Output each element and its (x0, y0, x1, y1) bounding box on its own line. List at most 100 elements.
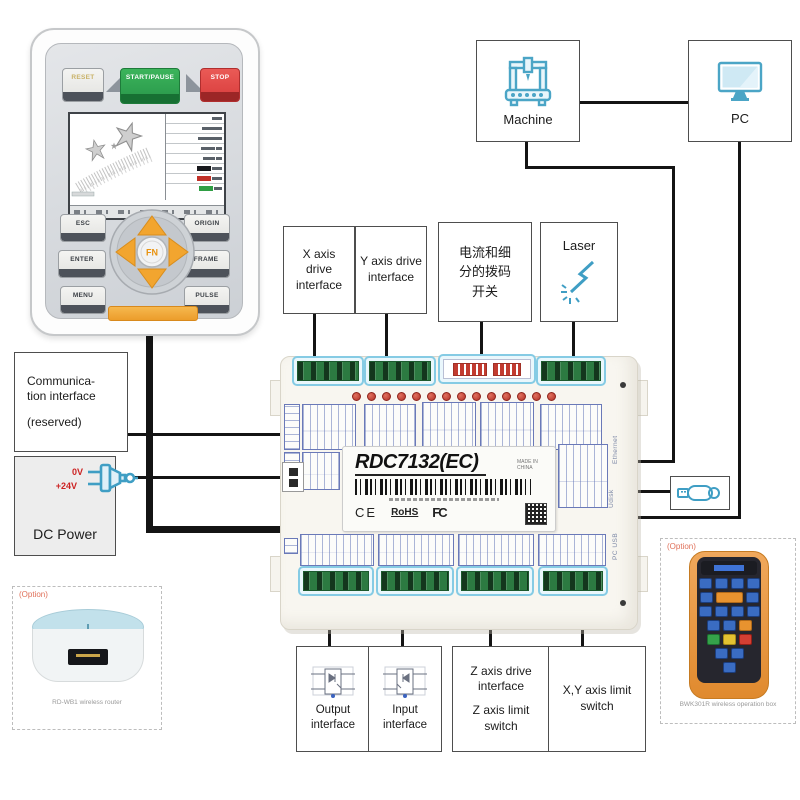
screw-hole (620, 600, 626, 606)
silkscreen-block (302, 404, 356, 450)
comm-interface-label-line2: tion interface (27, 389, 96, 404)
silkscreen-block (538, 534, 606, 566)
product-label: RDC7132(EC) MADE IN CHINA CE RoHS FC (342, 446, 556, 532)
arrow-right-icon (168, 237, 189, 267)
remote-button[interactable] (714, 648, 728, 659)
silkscreen-block (540, 404, 602, 450)
x-axis-drive-label: X axis drive interface (295, 246, 343, 292)
output-interface-label: Output interface (310, 704, 356, 731)
silkscreen-block (422, 402, 476, 450)
node-input-interface: Input interface (368, 646, 442, 752)
remote-button[interactable] (730, 606, 744, 617)
silkscreen-block (458, 534, 534, 566)
node-x-axis-drive: X axis drive interface (283, 226, 355, 314)
led-indicator (397, 392, 406, 401)
remote-button[interactable] (722, 662, 736, 673)
remote-button-yellow[interactable] (722, 634, 736, 645)
remote-button[interactable] (722, 620, 736, 631)
fcc-mark: FC (432, 505, 447, 520)
led-indicator (502, 392, 511, 401)
silkscreen-block (364, 404, 416, 450)
remote-button-green[interactable] (706, 634, 720, 645)
enter-button[interactable]: ENTER (58, 250, 106, 278)
start-pause-button-label: START/PAUSE (125, 74, 175, 81)
made-in-text: MADE IN CHINA (517, 459, 538, 471)
comm-interface-label-line1: Communica- (27, 373, 96, 388)
remote-screen (701, 561, 757, 575)
esc-button[interactable]: ESC (60, 214, 106, 242)
led-indicator (517, 392, 526, 401)
silkscreen-block (302, 452, 340, 490)
arrow-down-icon (137, 268, 167, 289)
lcd-info-column (165, 114, 224, 200)
remote-button[interactable] (730, 578, 744, 589)
led-indicator (472, 392, 481, 401)
output-circuit-icon (311, 666, 355, 699)
silkscreen-block (378, 534, 454, 566)
led-indicator (427, 392, 436, 401)
power-input-connector (282, 462, 304, 492)
arrow-pad[interactable]: FN (108, 208, 196, 296)
remote-button[interactable] (706, 620, 720, 631)
router-led (87, 624, 89, 633)
star-shape (84, 139, 106, 162)
dip-switch-bank-1[interactable] (453, 362, 487, 376)
remote-button[interactable] (745, 592, 759, 603)
led-indicator (412, 392, 421, 401)
led-indicator (487, 392, 496, 401)
input-circuit-icon (383, 666, 427, 699)
menu-button[interactable]: MENU (60, 286, 106, 314)
wireless-router-image (32, 609, 144, 682)
led-indicator (382, 392, 391, 401)
remote-button[interactable] (698, 578, 712, 589)
router-port (68, 649, 108, 665)
node-udisk (670, 476, 730, 510)
ethernet-port-label: Ethernet (612, 435, 619, 464)
barcode (355, 479, 531, 495)
wire-udisk (634, 490, 672, 493)
pc-usb-port-label: PC USB (612, 532, 619, 560)
silkscreen-block (480, 402, 534, 450)
wire-dip (480, 311, 483, 359)
pc-label: PC (730, 110, 750, 126)
silkscreen-block (284, 538, 298, 554)
remote-button[interactable] (746, 578, 760, 589)
remote-button[interactable] (746, 606, 760, 617)
dc-power-label: DC Power (33, 525, 97, 542)
layer-swatch-green (199, 186, 213, 191)
remote-button[interactable] (698, 606, 712, 617)
remote-center-button[interactable] (715, 592, 743, 603)
led-indicator (547, 392, 556, 401)
qr-code (525, 503, 547, 525)
remote-button[interactable] (714, 578, 728, 589)
usb-stick-icon (677, 485, 720, 501)
remote-button[interactable] (714, 606, 728, 617)
limit-switch-terminal (538, 566, 608, 596)
stop-button[interactable]: STOP (200, 68, 240, 102)
dc-24v-label: +24V (55, 481, 77, 491)
remote-button[interactable] (730, 648, 744, 659)
wire-machine-down1 (525, 140, 528, 168)
node-z-axis: Z axis drive interface Z axis limit swit… (452, 646, 550, 752)
menu-button-label: MENU (72, 292, 94, 299)
input-interface-label: Input interface (382, 704, 428, 731)
wire-machine-ethernet (634, 460, 675, 463)
origin-button[interactable]: ORIGIN (184, 214, 230, 242)
remote-button-red[interactable] (738, 634, 752, 645)
remote-button[interactable] (699, 592, 713, 603)
wire-dcpower (134, 476, 283, 479)
remote-caption: BWK301R wireless operation box (679, 701, 777, 708)
origin-button-label: ORIGIN (194, 220, 220, 227)
start-pause-button[interactable]: START/PAUSE (120, 68, 180, 104)
reset-button[interactable]: RESET (62, 68, 104, 102)
wire-pc-usb (634, 516, 741, 519)
wire-laser (572, 311, 575, 359)
pulse-button[interactable]: PULSE (184, 286, 230, 314)
node-dip-switch: 电流和细分的拨码开关 (438, 222, 532, 322)
z-axis-limit-label: Z axis limit switch (472, 703, 530, 733)
output-terminal (298, 566, 374, 596)
panel-lcd-screen (68, 112, 226, 220)
remote-button[interactable] (738, 620, 752, 631)
dip-switch-bank-2[interactable] (493, 362, 521, 376)
